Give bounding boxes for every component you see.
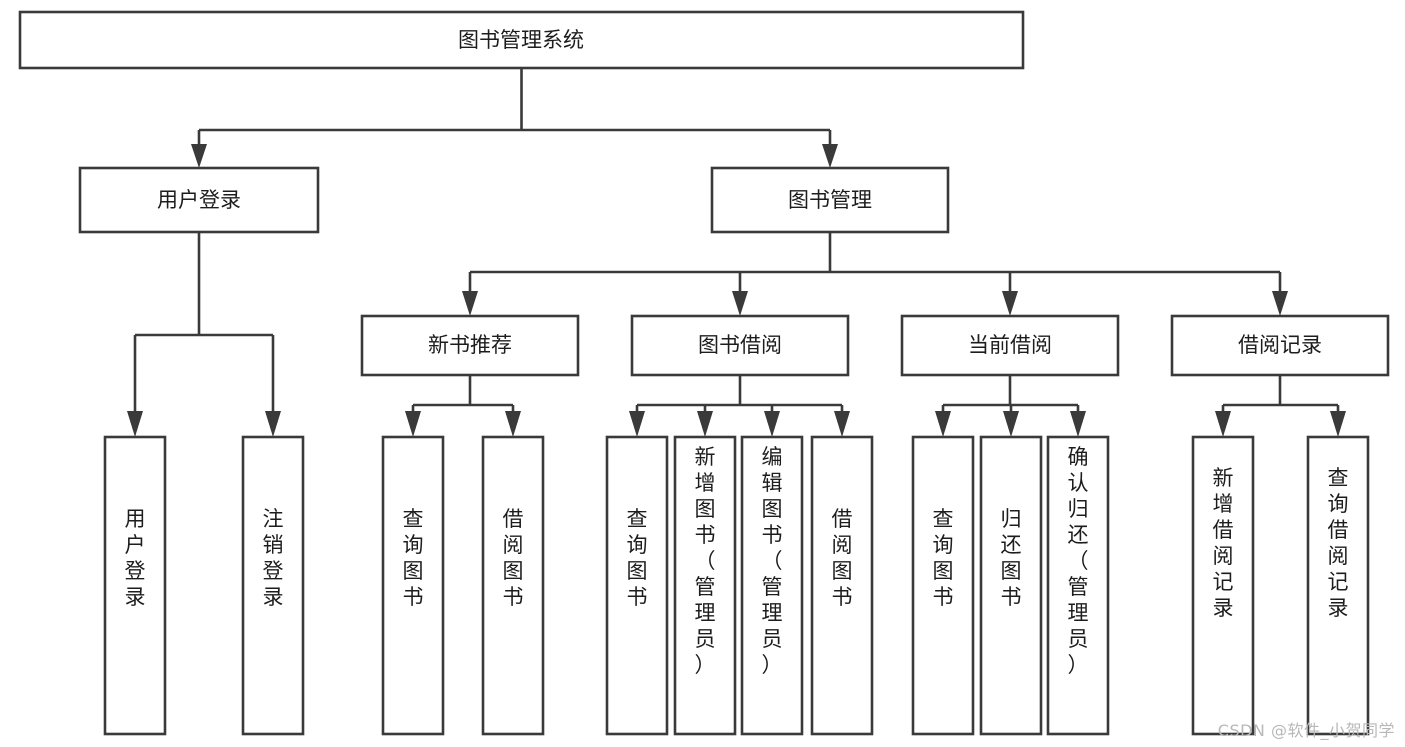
node-borrow-record-label: 借阅记录: [1238, 333, 1322, 357]
leaf-node-bb-query-book-label: 查询图书: [627, 507, 648, 609]
leaf-node-cb-query-book[interactable]: 查询图书: [911, 435, 975, 736]
node-root-box: [18, 10, 1025, 70]
leaf-node-user-login-box: [103, 435, 167, 736]
leaf-node-br-add-record-label: 新增借阅记录: [1213, 466, 1234, 620]
leaf-node-logout-box: [241, 435, 305, 736]
node-book-borrow-box: [630, 314, 850, 377]
leaf-node-bb-query-book[interactable]: 查询图书: [605, 435, 669, 736]
leaf-node-nb-borrow-book[interactable]: 借阅图书: [481, 435, 545, 736]
node-borrow-record[interactable]: 借阅记录: [1170, 314, 1390, 377]
arrowhead-borrow-record: [1272, 291, 1288, 316]
node-new-book-recommend[interactable]: 新书推荐: [360, 314, 580, 377]
arrowhead-nb-leaf2: [505, 411, 521, 437]
leaf-node-br-query-record-box: [1306, 435, 1370, 736]
arrowhead-bb-leaf1: [629, 411, 645, 437]
leaf-node-nb-query-book-label: 查询图书: [403, 507, 424, 609]
arrowhead-br-leaf2: [1330, 411, 1346, 437]
leaf-node-br-add-record[interactable]: 新增借阅记录: [1191, 435, 1255, 736]
leaf-node-bb-edit-book-label: 编辑图书（管理员）: [762, 445, 783, 677]
leaf-node-bb-edit-book[interactable]: 编辑图书（管理员）: [740, 435, 804, 736]
arrowhead-nb-leaf1: [405, 411, 421, 437]
node-user-login-box: [78, 166, 320, 234]
arrowhead-bb-leaf2: [697, 411, 713, 437]
leaf-node-cb-return-book-box: [979, 435, 1043, 736]
arrowhead-current-borrow: [1002, 291, 1018, 316]
leaf-node-br-query-record-label: 查询借阅记录: [1328, 466, 1349, 620]
arrowhead-bb-leaf3: [764, 411, 780, 437]
leaf-node-bb-add-book-label: 新增图书（管理员）: [695, 445, 716, 677]
node-new-book-recommend-box: [360, 314, 580, 377]
connector-layer: [127, 68, 1346, 437]
node-book-manage-box: [710, 166, 950, 234]
arrowhead-bb-leaf4: [834, 411, 850, 437]
leaf-node-bb-borrow-book-box: [810, 435, 874, 736]
leaf-node-user-login[interactable]: 用户登录: [103, 435, 167, 736]
node-root-system[interactable]: 图书管理系统: [18, 10, 1025, 70]
node-user-login[interactable]: 用户登录: [78, 166, 320, 234]
arrowhead-book-manage: [822, 144, 838, 168]
node-borrow-record-box: [1170, 314, 1390, 377]
arrowhead-br-leaf1: [1215, 411, 1231, 437]
leaf-node-logout[interactable]: 注销登录: [241, 435, 305, 736]
leaf-node-bb-add-book[interactable]: 新增图书（管理员）: [673, 435, 737, 736]
leaf-node-cb-query-book-box: [911, 435, 975, 736]
arrowhead-cb-leaf2: [1003, 411, 1019, 437]
leaf-node-cb-query-book-label: 查询图书: [933, 507, 954, 609]
arrowhead-cb-leaf3: [1070, 411, 1086, 437]
leaf-node-cb-return-book-label: 归还图书: [1001, 507, 1022, 609]
node-current-borrow[interactable]: 当前借阅: [900, 314, 1120, 377]
leaf-node-logout-label: 注销登录: [263, 507, 284, 609]
node-current-borrow-box: [900, 314, 1120, 377]
leaf-node-cb-confirm-return-label: 确认归还（管理员）: [1068, 445, 1089, 677]
node-book-manage[interactable]: 图书管理: [710, 166, 950, 234]
node-book-manage-label: 图书管理: [788, 188, 872, 212]
leaf-node-nb-query-book[interactable]: 查询图书: [381, 435, 445, 736]
leaf-node-br-query-record[interactable]: 查询借阅记录: [1306, 435, 1370, 736]
leaf-node-bb-add-book-box: [673, 435, 737, 736]
node-user-login-label: 用户登录: [157, 188, 241, 212]
arrowhead-new-book: [462, 291, 478, 316]
leaf-node-br-add-record-box: [1191, 435, 1255, 736]
arrowhead-leaf-logout: [265, 411, 281, 437]
arrowhead-book-borrow: [732, 291, 748, 316]
leaf-layer: 用户登录 注销登录 查询图书 借阅图书 查询图书 新增图书: [103, 435, 1370, 736]
node-new-book-recommend-label: 新书推荐: [428, 333, 512, 357]
arrowhead-cb-leaf1: [935, 411, 951, 437]
node-current-borrow-label: 当前借阅: [968, 333, 1052, 357]
leaf-node-bb-borrow-book-label: 借阅图书: [832, 507, 853, 609]
leaf-node-bb-query-book-box: [605, 435, 669, 736]
leaf-node-cb-confirm-return[interactable]: 确认归还（管理员）: [1046, 435, 1110, 736]
leaf-node-user-login-label: 用户登录: [125, 507, 146, 609]
leaf-node-bb-borrow-book[interactable]: 借阅图书: [810, 435, 874, 736]
leaf-node-nb-borrow-book-box: [481, 435, 545, 736]
leaf-node-cb-return-book[interactable]: 归还图书: [979, 435, 1043, 736]
leaf-node-bb-edit-book-box: [740, 435, 804, 736]
node-root-label: 图书管理系统: [458, 28, 584, 52]
node-book-borrow-label: 图书借阅: [698, 333, 782, 357]
leaf-node-nb-query-book-box: [381, 435, 445, 736]
leaf-node-cb-confirm-return-box: [1046, 435, 1110, 736]
arrowhead-user-login: [191, 144, 207, 168]
node-book-borrow[interactable]: 图书借阅: [630, 314, 850, 377]
leaf-node-nb-borrow-book-label: 借阅图书: [503, 507, 524, 609]
arrowhead-leaf-user-login: [127, 411, 143, 437]
